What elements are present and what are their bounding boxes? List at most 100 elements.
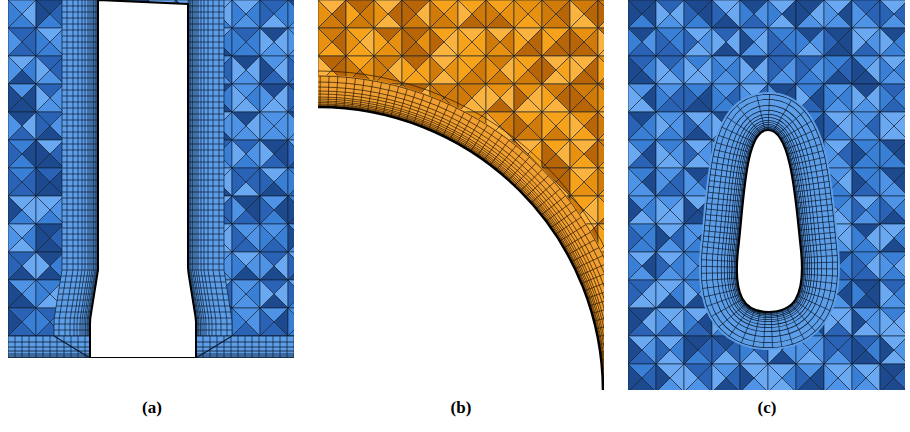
mesh-triangle: [656, 280, 670, 308]
mesh-element: [188, 204, 224, 205]
mesh-element: [592, 305, 604, 314]
mesh-element: [62, 258, 98, 259]
mesh-element: [62, 114, 98, 115]
mesh-element: [60, 282, 96, 283]
mesh-triangle: [8, 252, 22, 280]
mesh-element: [587, 288, 604, 298]
mesh-triangle: [656, 308, 670, 336]
mesh-element: [43, 336, 44, 358]
mesh-triangle: [232, 84, 246, 112]
mesh-element: [188, 78, 224, 79]
mesh-triangle: [232, 280, 246, 308]
mesh-triangle: [712, 84, 726, 112]
mesh-triangle: [8, 168, 22, 196]
mesh-triangle: [514, 56, 528, 84]
mesh-element: [238, 336, 239, 358]
mesh-triangle: [852, 84, 866, 112]
mesh-element: [526, 176, 549, 197]
mesh-element: [188, 114, 224, 115]
mesh-element: [62, 12, 98, 13]
mesh-element: [188, 12, 224, 13]
mesh-element: [406, 91, 416, 120]
mesh-element: [188, 222, 224, 223]
mesh-triangle: [288, 56, 294, 84]
mesh-triangle: [684, 364, 698, 390]
mesh-element: [571, 248, 599, 262]
mesh-triangle: [8, 84, 22, 112]
mesh-triangle: [36, 252, 50, 280]
mesh-element: [188, 42, 224, 43]
mesh-triangle: [430, 28, 444, 56]
mesh-element: [62, 240, 98, 241]
mesh-element: [59, 288, 95, 289]
mesh-triangle: [570, 56, 584, 84]
mesh-element: [196, 324, 232, 325]
mesh-triangle: [514, 84, 528, 112]
mesh-triangle: [880, 252, 894, 280]
mesh-triangle: [232, 252, 246, 280]
mesh-triangle: [458, 56, 472, 84]
mesh-triangle: [656, 84, 670, 112]
mesh-element: [318, 91, 604, 390]
mesh-element: [352, 78, 356, 109]
mesh-triangle: [570, 0, 584, 28]
mesh-element: [188, 156, 224, 157]
mesh-element: [50, 336, 51, 358]
mesh-triangle: [628, 196, 642, 224]
mesh-element: [531, 182, 554, 203]
mesh-triangle: [824, 0, 838, 28]
mesh-element: [490, 140, 509, 165]
mesh-triangle: [8, 280, 22, 308]
mesh-triangle: [628, 308, 642, 336]
mesh-triangle: [628, 224, 642, 252]
mesh-triangle: [768, 28, 782, 56]
mesh-element: [536, 189, 560, 209]
mesh-triangle: [684, 308, 698, 336]
mesh-triangle: [542, 84, 556, 112]
mesh-triangle: [880, 0, 894, 28]
mesh-element: [551, 210, 576, 228]
mesh-triangle: [628, 140, 642, 168]
mesh-triangle: [514, 0, 528, 28]
mesh-triangle: [656, 364, 670, 390]
mesh-element: [62, 162, 98, 163]
mesh-element: [594, 313, 604, 321]
mesh-element: [287, 336, 288, 358]
mesh-element: [428, 101, 440, 130]
mesh-element: [280, 336, 281, 358]
mesh-triangle: [232, 168, 246, 196]
mesh-triangle: [36, 56, 50, 84]
mesh-element: [189, 276, 225, 277]
mesh-element: [64, 336, 65, 358]
mesh-triangle: [768, 0, 782, 28]
mesh-element: [318, 104, 604, 390]
mesh-triangle: [260, 224, 274, 252]
mesh-triangle: [8, 224, 22, 252]
mesh-element: [188, 18, 224, 19]
mesh-triangle: [232, 308, 246, 336]
mesh-triangle: [656, 140, 670, 168]
mesh-triangle: [628, 112, 642, 140]
mesh-triangle: [656, 112, 670, 140]
mesh-triangle: [36, 224, 50, 252]
mesh-triangle: [824, 56, 838, 84]
mesh-element: [203, 336, 204, 358]
mesh-element: [560, 225, 586, 241]
mesh-element: [520, 169, 542, 191]
mesh-triangle: [8, 196, 22, 224]
mesh-element: [62, 186, 98, 187]
mesh-element: [318, 99, 604, 390]
mesh-element: [62, 96, 98, 97]
mesh-triangle: [656, 168, 670, 196]
mesh-triangle: [288, 168, 294, 196]
mesh-triangle: [598, 84, 604, 112]
mesh-triangle: [542, 0, 556, 28]
boundary-layer: [188, 0, 232, 336]
mesh-element: [62, 48, 98, 49]
mesh-element: [188, 48, 224, 49]
mesh-triangle: [318, 0, 332, 28]
mesh-triangle: [288, 252, 294, 280]
mesh-triangle: [232, 140, 246, 168]
mesh-element: [188, 72, 224, 73]
